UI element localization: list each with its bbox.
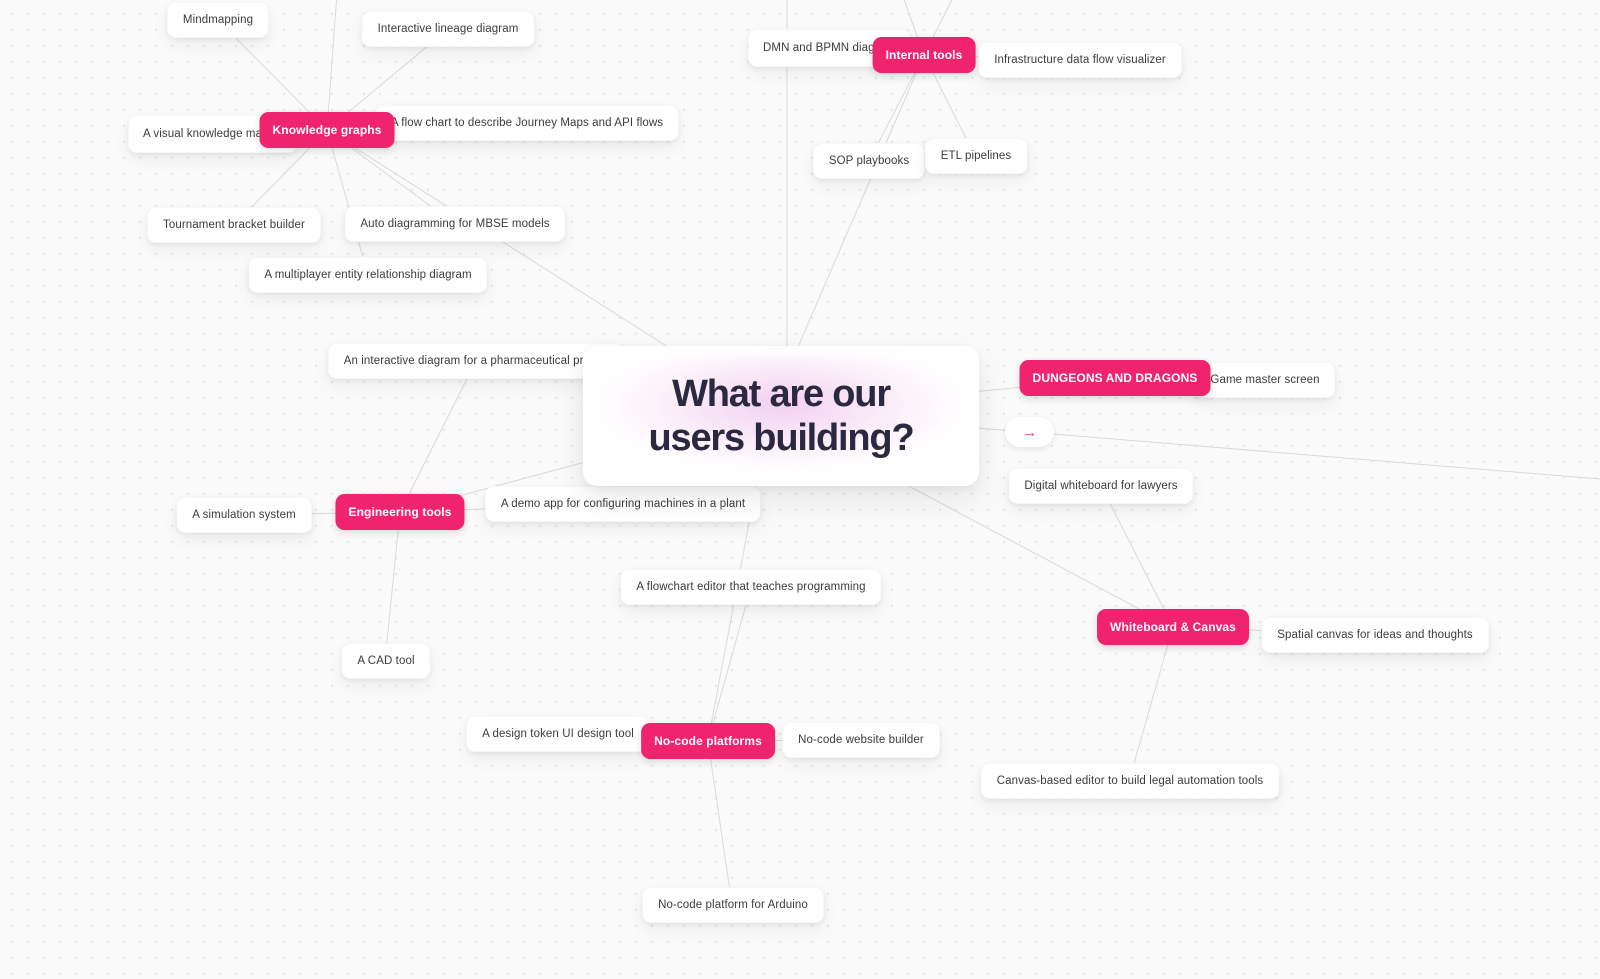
- idea-card-flowchart-teaching[interactable]: A flowchart editor that teaches programm…: [620, 569, 882, 605]
- idea-card-mbse[interactable]: Auto diagramming for MBSE models: [344, 206, 566, 242]
- idea-card-arduino[interactable]: No-code platform for Arduino: [642, 887, 824, 923]
- edge: [1128, 626, 1174, 782]
- idea-card-legal-automation[interactable]: Canvas-based editor to build legal autom…: [980, 763, 1280, 799]
- idea-card-mindmapping[interactable]: Mindmapping: [166, 2, 270, 38]
- edge: [326, 129, 369, 276]
- edge: [1100, 485, 1174, 628]
- idea-card-spatial-canvas[interactable]: Spatial canvas for ideas and thoughts: [1261, 617, 1489, 653]
- category-node-whiteboard-canvas[interactable]: Whiteboard & Canvas: [1097, 609, 1249, 645]
- edge: [399, 360, 477, 513]
- edge: [707, 586, 752, 742]
- category-node-knowledge-graphs[interactable]: Knowledge graphs: [259, 112, 395, 148]
- idea-card-demo-app[interactable]: A demo app for configuring machines in a…: [484, 486, 762, 522]
- idea-card-simulation[interactable]: A simulation system: [176, 497, 312, 533]
- idea-card-website-builder[interactable]: No-code website builder: [782, 722, 940, 758]
- arrow-pill-node[interactable]: →: [1005, 417, 1054, 447]
- central-topic-line1: What are our: [672, 373, 891, 415]
- arrow-right-icon: →: [1022, 423, 1037, 441]
- idea-card-pharma[interactable]: An interactive diagram for a pharmaceuti…: [327, 343, 625, 379]
- edge: [707, 740, 733, 906]
- idea-card-etl-pipelines[interactable]: ETL pipelines: [924, 138, 1028, 174]
- idea-card-game-master[interactable]: Game master screen: [1194, 362, 1336, 398]
- idea-card-design-token[interactable]: A design token UI design tool: [466, 716, 650, 752]
- central-topic-line2: users building?: [648, 417, 915, 459]
- idea-card-lawyers-whiteboard[interactable]: Digital whiteboard for lawyers: [1008, 468, 1194, 504]
- idea-card-cad-tool[interactable]: A CAD tool: [341, 643, 431, 679]
- idea-card-journey-maps[interactable]: A flow chart to describe Journey Maps an…: [374, 105, 680, 141]
- idea-card-lineage[interactable]: Interactive lineage diagram: [361, 11, 535, 47]
- category-node-dungeons-and-dragons[interactable]: DUNGEONS AND DRAGONS: [1019, 360, 1211, 396]
- central-topic-card[interactable]: What are our users building?: [583, 346, 979, 486]
- category-node-no-code-platforms[interactable]: No-code platforms: [641, 723, 775, 759]
- edge: [326, 0, 338, 131]
- category-node-engineering-tools[interactable]: Engineering tools: [335, 494, 465, 530]
- idea-card-tournament[interactable]: Tournament bracket builder: [147, 207, 321, 243]
- idea-card-infra-flow[interactable]: Infrastructure data flow visualizer: [978, 42, 1182, 78]
- idea-card-sop-playbooks[interactable]: SOP playbooks: [812, 143, 926, 179]
- category-node-internal-tools[interactable]: Internal tools: [872, 37, 976, 73]
- edge: [384, 511, 401, 662]
- idea-card-multiplayer-erd[interactable]: A multiplayer entity relationship diagra…: [248, 257, 488, 293]
